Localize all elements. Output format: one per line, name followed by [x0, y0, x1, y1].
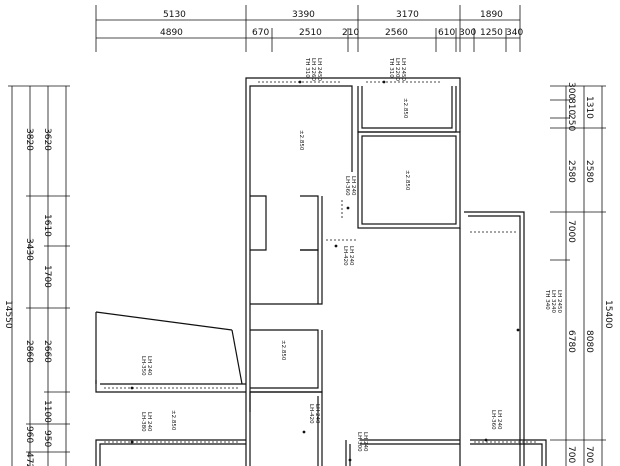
svg-text:LH-420: LH-420 [308, 404, 314, 424]
left-inner-dim-6: 950 [42, 430, 52, 447]
svg-text:LH 2450: LH 2450 [316, 58, 322, 81]
right-inner-dim-5: 7000 [566, 220, 576, 243]
svg-text:TH 340: TH 340 [544, 289, 550, 310]
left-dim-3: 2860 [24, 340, 34, 363]
svg-text:LH 240: LH 240 [314, 404, 320, 424]
opening-tag-6: LH-350 LH 240 [140, 356, 152, 376]
left-inner-dim-2: 1610 [42, 214, 52, 237]
svg-text:LH 2200: LH 2200 [394, 58, 400, 81]
right-total-dim: 15400 [603, 300, 613, 329]
opening-tag-4: LH-420 LH 240 [342, 246, 354, 266]
opening-tag-8: LH-420 LH 240 [308, 404, 320, 424]
svg-text:LH-360: LH-360 [490, 410, 496, 430]
svg-text:LH 240: LH 240 [496, 410, 502, 430]
left-dim-2: 3430 [24, 238, 34, 261]
svg-text:LH-350: LH-350 [140, 356, 146, 376]
top-sub-dim-3: 2510 [299, 28, 322, 38]
svg-text:LH 240: LH 240 [348, 246, 354, 266]
left-dimension-chain [8, 85, 70, 466]
svg-text:LH 2260: LH 2260 [310, 58, 316, 81]
top-dim-4: 1890 [480, 10, 503, 20]
window-openings [104, 81, 538, 443]
opening-tag-2: TH 310 LH 2200 LH 2450 [388, 57, 406, 81]
top-sub-dim-4: 210 [342, 28, 359, 38]
svg-text:LH-360: LH-360 [344, 176, 350, 196]
top-dim-2: 3390 [292, 10, 315, 20]
top-sub-dim-5: 2560 [385, 28, 408, 38]
svg-text:TH 310: TH 310 [304, 57, 310, 78]
opening-tag-3: LH-360 LH 240 [344, 176, 356, 196]
svg-text:LH 2450: LH 2450 [556, 290, 562, 313]
right-inner-dim-7: 700 [566, 446, 576, 463]
room-level-mark-3: ±2.850 [404, 170, 410, 191]
top-sub-dim-6: 610 [438, 28, 455, 38]
opening-tag-5: TH 340 LH 3240 LH 2450 [544, 289, 562, 313]
top-sub-dim-7: 300 [459, 28, 476, 38]
top-dim-3: 3170 [396, 10, 419, 20]
left-inner-dim-3: 1700 [42, 265, 52, 288]
svg-text:LH 240: LH 240 [350, 176, 356, 196]
opening-tag-10: LH-360 LH 240 [490, 410, 502, 430]
svg-text:LH 240: LH 240 [362, 432, 368, 452]
room-level-mark-4: ±2.850 [280, 340, 286, 361]
top-dim-1: 5130 [163, 10, 186, 20]
svg-text:LH 240: LH 240 [146, 412, 152, 432]
walls [95, 77, 547, 466]
room-level-mark-5: ±2.850 [170, 410, 176, 431]
left-dim-4: 960 [24, 426, 34, 443]
top-dimension-chain [95, 5, 521, 52]
left-inner-dim-5: 1100 [42, 400, 52, 423]
top-sub-dim-2: 670 [252, 28, 269, 38]
left-inner-dim-1: 3620 [42, 128, 52, 151]
right-inner-dim-3: 250 [566, 114, 576, 131]
svg-text:LH 3240: LH 3240 [550, 290, 556, 313]
svg-text:LH-380: LH-380 [140, 412, 146, 432]
svg-text:LH 240: LH 240 [146, 356, 152, 376]
svg-text:TH 310: TH 310 [388, 57, 394, 78]
left-inner-dim-4: 2660 [42, 340, 52, 363]
right-dim-4: 700 [584, 446, 594, 463]
top-sub-dim-8: 1250 [480, 28, 503, 38]
svg-text:LH-420: LH-420 [342, 246, 348, 266]
opening-tag-7: LH-380 LH 240 [140, 412, 152, 432]
svg-text:LH-300: LH-300 [356, 432, 362, 452]
left-dim-1: 3820 [24, 128, 34, 151]
opening-tag-9: LH-300 LH 240 [356, 432, 368, 452]
svg-text:LH 2450: LH 2450 [400, 58, 406, 81]
right-dim-2: 2580 [584, 160, 594, 183]
leader-dots [130, 80, 520, 462]
room-level-mark-1: ±2.850 [298, 130, 304, 151]
right-dimension-chain [550, 85, 606, 466]
right-inner-dim-2: 810 [566, 98, 576, 115]
top-sub-dim-1: 4890 [160, 28, 183, 38]
room-level-mark-2: ±2.850 [402, 98, 408, 119]
left-dim-5: 472 [24, 452, 34, 466]
right-inner-dim-1: 300 [566, 82, 576, 99]
right-dim-3: 8080 [584, 330, 594, 353]
right-inner-dim-6: 6780 [566, 330, 576, 353]
left-total-dim: 14550 [3, 300, 13, 329]
opening-tag-1: TH 310 LH 2260 LH 2450 [304, 57, 322, 81]
right-dim-1: 1310 [584, 96, 594, 119]
right-inner-dim-4: 2580 [566, 160, 576, 183]
top-sub-dim-9: 340 [506, 28, 523, 38]
